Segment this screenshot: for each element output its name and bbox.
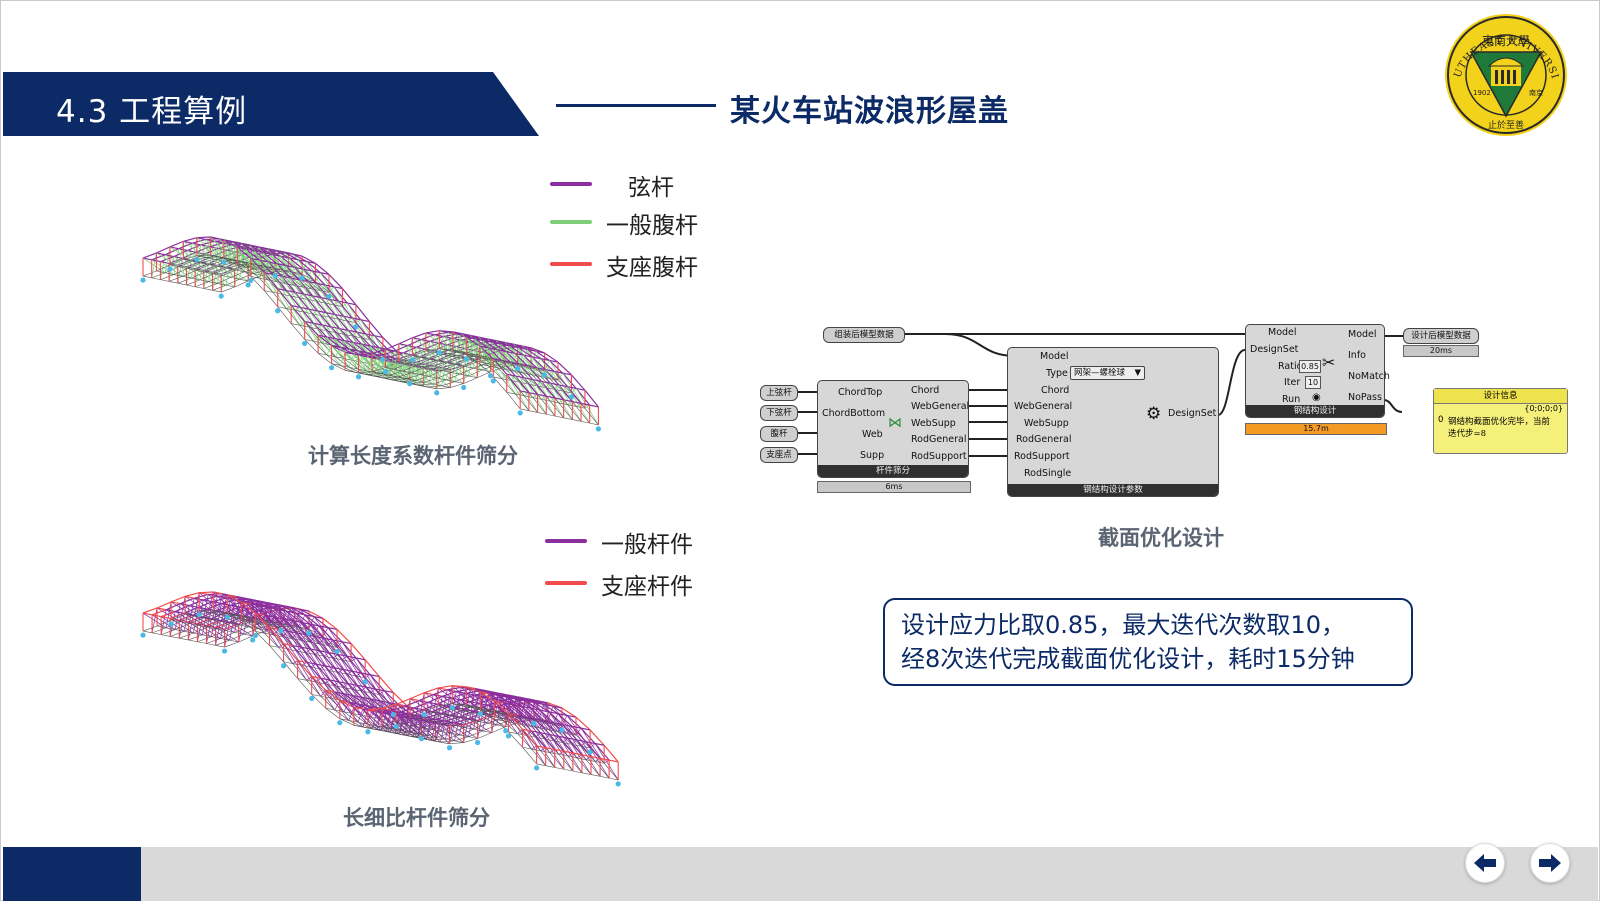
prev-slide-button[interactable] bbox=[1465, 843, 1505, 883]
port-out-rod-support[interactable]: RodSupport bbox=[911, 451, 967, 462]
port-no-pass[interactable]: NoPass bbox=[1348, 392, 1382, 403]
panel-text: 钢结构截面优化完毕，当前迭代步=8 bbox=[1448, 417, 1551, 439]
next-slide-button[interactable] bbox=[1530, 843, 1570, 883]
panel-index: 0 bbox=[1438, 415, 1444, 425]
legend-swatch bbox=[545, 581, 587, 585]
gear-icon: ⚙ bbox=[1146, 404, 1162, 424]
caption-slenderness: 长细比杆件筛分 bbox=[343, 806, 490, 830]
port-iter[interactable]: Iter bbox=[1284, 377, 1301, 388]
port-run[interactable]: Run bbox=[1282, 394, 1301, 405]
port-rod-support[interactable]: RodSupport bbox=[1014, 451, 1070, 462]
legend-swatch bbox=[550, 220, 592, 224]
port-out-chord[interactable]: Chord bbox=[911, 385, 940, 396]
ratio-value[interactable]: 0.85 bbox=[1299, 360, 1321, 373]
node-steel-design-params[interactable]: Model Type 网架—螺栓球 ▼ Chord WebGeneral Web… bbox=[1007, 347, 1219, 497]
param-chord-bottom[interactable]: 下弦杆 bbox=[760, 405, 798, 421]
arrow-left-icon bbox=[1474, 854, 1496, 872]
port-chord-bottom[interactable]: ChordBottom bbox=[822, 408, 886, 419]
legend-label: 弦杆 bbox=[628, 175, 674, 201]
port-rod-general[interactable]: RodGeneral bbox=[1016, 434, 1072, 445]
section-title-band bbox=[3, 72, 543, 136]
arrow-right-icon bbox=[1539, 854, 1561, 872]
port-rod-single[interactable]: RodSingle bbox=[1024, 468, 1072, 479]
legend-label: 支座腹杆 bbox=[606, 255, 698, 281]
timer-output: 20ms bbox=[1403, 345, 1479, 357]
port-model-out[interactable]: Model bbox=[1348, 329, 1377, 340]
panel-title: 设计信息 bbox=[1434, 389, 1567, 404]
legend-label: 支座杆件 bbox=[601, 574, 693, 600]
timer-design: 15.7m bbox=[1245, 423, 1387, 435]
truss-model-top bbox=[140, 236, 601, 432]
node-rod-filter[interactable]: ChordTop ChordBottom Web Supp Chord WebG… bbox=[817, 380, 969, 478]
output-model-param[interactable]: 设计后模型数据 bbox=[1403, 328, 1479, 344]
timer-filter: 6ms bbox=[817, 481, 971, 493]
port-web-general[interactable]: WebGeneral bbox=[1014, 401, 1073, 412]
caption-section-optimization: 截面优化设计 bbox=[1098, 526, 1224, 550]
port-chord[interactable]: Chord bbox=[1041, 385, 1070, 396]
svg-text:東南大學: 東南大學 bbox=[1482, 33, 1530, 48]
svg-text:止於至善: 止於至善 bbox=[1488, 119, 1524, 131]
title-rule bbox=[556, 104, 716, 107]
footer-accent bbox=[3, 847, 141, 901]
legend-label: 一般腹杆 bbox=[606, 213, 698, 239]
port-web[interactable]: Web bbox=[862, 429, 883, 440]
filter-icon: ⋈ bbox=[888, 415, 902, 431]
param-chord-top[interactable]: 上弦杆 bbox=[760, 385, 798, 401]
university-seal-icon: 東南大學 1902 南京 止於至善 SOUTHEAST UNIVERSITY bbox=[1438, 4, 1569, 138]
steel-tools-icon: ✂ bbox=[1322, 353, 1336, 372]
legend-swatch bbox=[545, 539, 587, 543]
summary-callout: 设计应力比取0.85，最大迭代次数取10， 经8次迭代完成截面优化设计，耗时15… bbox=[883, 598, 1413, 686]
port-out-rod-general[interactable]: RodGeneral bbox=[911, 434, 967, 445]
legend-top: 弦杆 一般腹杆 支座腹杆 bbox=[550, 168, 710, 288]
port-out-web-general[interactable]: WebGeneral bbox=[911, 401, 970, 412]
legend-bottom: 一般杆件 支座杆件 bbox=[545, 525, 705, 605]
slide-title: 某火车站波浪形屋盖 bbox=[730, 94, 1009, 129]
design-info-panel[interactable]: 设计信息 {0;0;0;0} 0 钢结构截面优化完毕，当前迭代步=8 bbox=[1433, 388, 1568, 454]
section-title: 4.3 工程算例 bbox=[56, 94, 248, 130]
svg-text:南京: 南京 bbox=[1529, 88, 1543, 97]
legend-label: 一般杆件 bbox=[601, 532, 693, 558]
node-steel-design[interactable]: Model DesignSet Ratio 0.85 Iter 10 Run ◉… bbox=[1245, 324, 1390, 418]
port-out-web-supp[interactable]: WebSupp bbox=[911, 418, 956, 429]
truss-model-bottom bbox=[140, 591, 621, 787]
footer-bar bbox=[3, 847, 1598, 901]
panel-path: {0;0;0;0} bbox=[1524, 404, 1563, 413]
port-supp[interactable]: Supp bbox=[860, 450, 885, 461]
run-toggle-icon[interactable]: ◉ bbox=[1312, 392, 1321, 403]
port-chord-top[interactable]: ChordTop bbox=[838, 387, 883, 398]
legend-swatch bbox=[550, 182, 592, 186]
callout-line-2: 经8次迭代完成截面优化设计，耗时15分钟 bbox=[901, 645, 1355, 673]
node-title: 钢结构设计 bbox=[1246, 405, 1384, 417]
port-web-supp[interactable]: WebSupp bbox=[1024, 418, 1069, 429]
port-design-set-in[interactable]: DesignSet bbox=[1250, 344, 1299, 355]
port-ratio[interactable]: Ratio bbox=[1278, 361, 1303, 372]
port-no-match[interactable]: NoMatch bbox=[1348, 371, 1390, 382]
legend-swatch bbox=[550, 262, 592, 266]
port-design-set[interactable]: DesignSet bbox=[1168, 408, 1217, 419]
grasshopper-canvas[interactable]: 组装后模型数据 上弦杆 下弦杆 腹杆 支座点 ChordTop ChordBot… bbox=[760, 320, 1520, 520]
port-model[interactable]: Model bbox=[1040, 351, 1069, 362]
node-title: 钢结构设计参数 bbox=[1008, 484, 1218, 496]
node-title: 杆件筛分 bbox=[818, 465, 968, 477]
svg-text:1902: 1902 bbox=[1473, 89, 1491, 97]
port-type[interactable]: Type bbox=[1046, 368, 1068, 379]
param-support-point[interactable]: 支座点 bbox=[760, 447, 798, 463]
caption-length-factor: 计算长度系数杆件筛分 bbox=[308, 444, 518, 468]
type-dropdown[interactable]: 网架—螺栓球 ▼ bbox=[1070, 366, 1145, 380]
input-model-param[interactable]: 组装后模型数据 bbox=[823, 327, 905, 343]
param-web[interactable]: 腹杆 bbox=[760, 426, 798, 442]
type-value: 网架—螺栓球 bbox=[1074, 368, 1126, 378]
port-model-in[interactable]: Model bbox=[1268, 327, 1297, 338]
iter-value[interactable]: 10 bbox=[1305, 376, 1321, 389]
port-info[interactable]: Info bbox=[1348, 350, 1366, 361]
callout-line-1: 设计应力比取0.85，最大迭代次数取10， bbox=[901, 611, 1345, 639]
chevron-down-icon: ▼ bbox=[1134, 368, 1141, 378]
